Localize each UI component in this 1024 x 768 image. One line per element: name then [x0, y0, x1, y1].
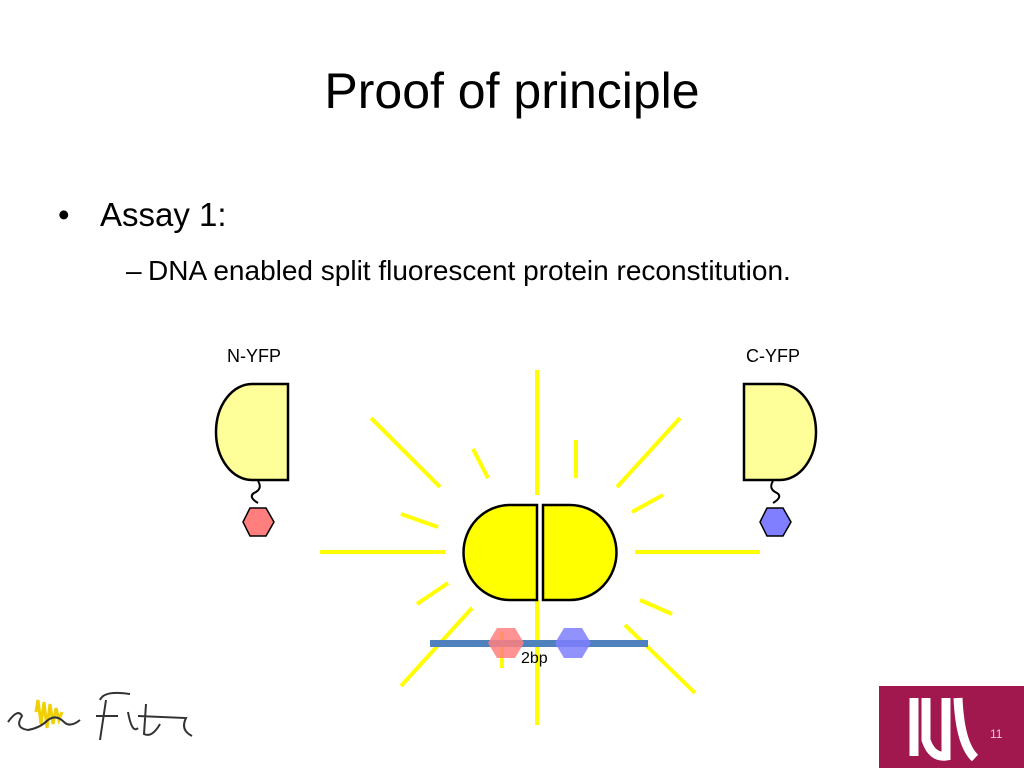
- signature-logo: [7, 691, 193, 741]
- n-yfp-label: N-YFP: [227, 346, 281, 366]
- ray: [369, 416, 442, 489]
- ray: [400, 512, 439, 529]
- ray: [471, 448, 490, 479]
- bullet-level1-text: Assay 1:: [100, 196, 227, 233]
- n-yfp-linker: [250, 480, 261, 504]
- spacer-bp-label: 2bp: [521, 650, 548, 667]
- red-tag-hexagon: [488, 628, 524, 658]
- bullet-dot: •: [58, 196, 70, 233]
- n-yfp-half: [214, 382, 290, 482]
- c-yfp-label: C-YFP: [746, 346, 800, 366]
- ray: [639, 598, 673, 616]
- ray: [615, 416, 682, 489]
- ray: [623, 623, 697, 695]
- dna-strand: [430, 640, 648, 647]
- ray: [631, 493, 664, 514]
- ray: [415, 581, 450, 606]
- c-yfp-half: [742, 382, 818, 482]
- c-yfp-linker: [770, 480, 781, 504]
- slide-title: Proof of principle: [324, 63, 700, 119]
- bullet-dash: –: [126, 255, 142, 286]
- bullet-level2: –DNA enabled split fluorescent protein r…: [126, 255, 791, 287]
- bullet-level2-text: DNA enabled split fluorescent protein re…: [148, 255, 791, 286]
- fluorescence-rays: [320, 370, 760, 725]
- page-number: 11: [990, 727, 1003, 741]
- blue-tag-hexagon: [555, 628, 591, 658]
- reconstituted-n-half: [462, 503, 539, 602]
- reconstituted-c-half: [541, 503, 618, 602]
- n-yfp-red-hexagon: [242, 507, 275, 537]
- university-logo: [879, 686, 1024, 768]
- c-yfp-blue-hexagon: [759, 507, 792, 537]
- bullet-level1: • Assay 1:: [58, 196, 227, 234]
